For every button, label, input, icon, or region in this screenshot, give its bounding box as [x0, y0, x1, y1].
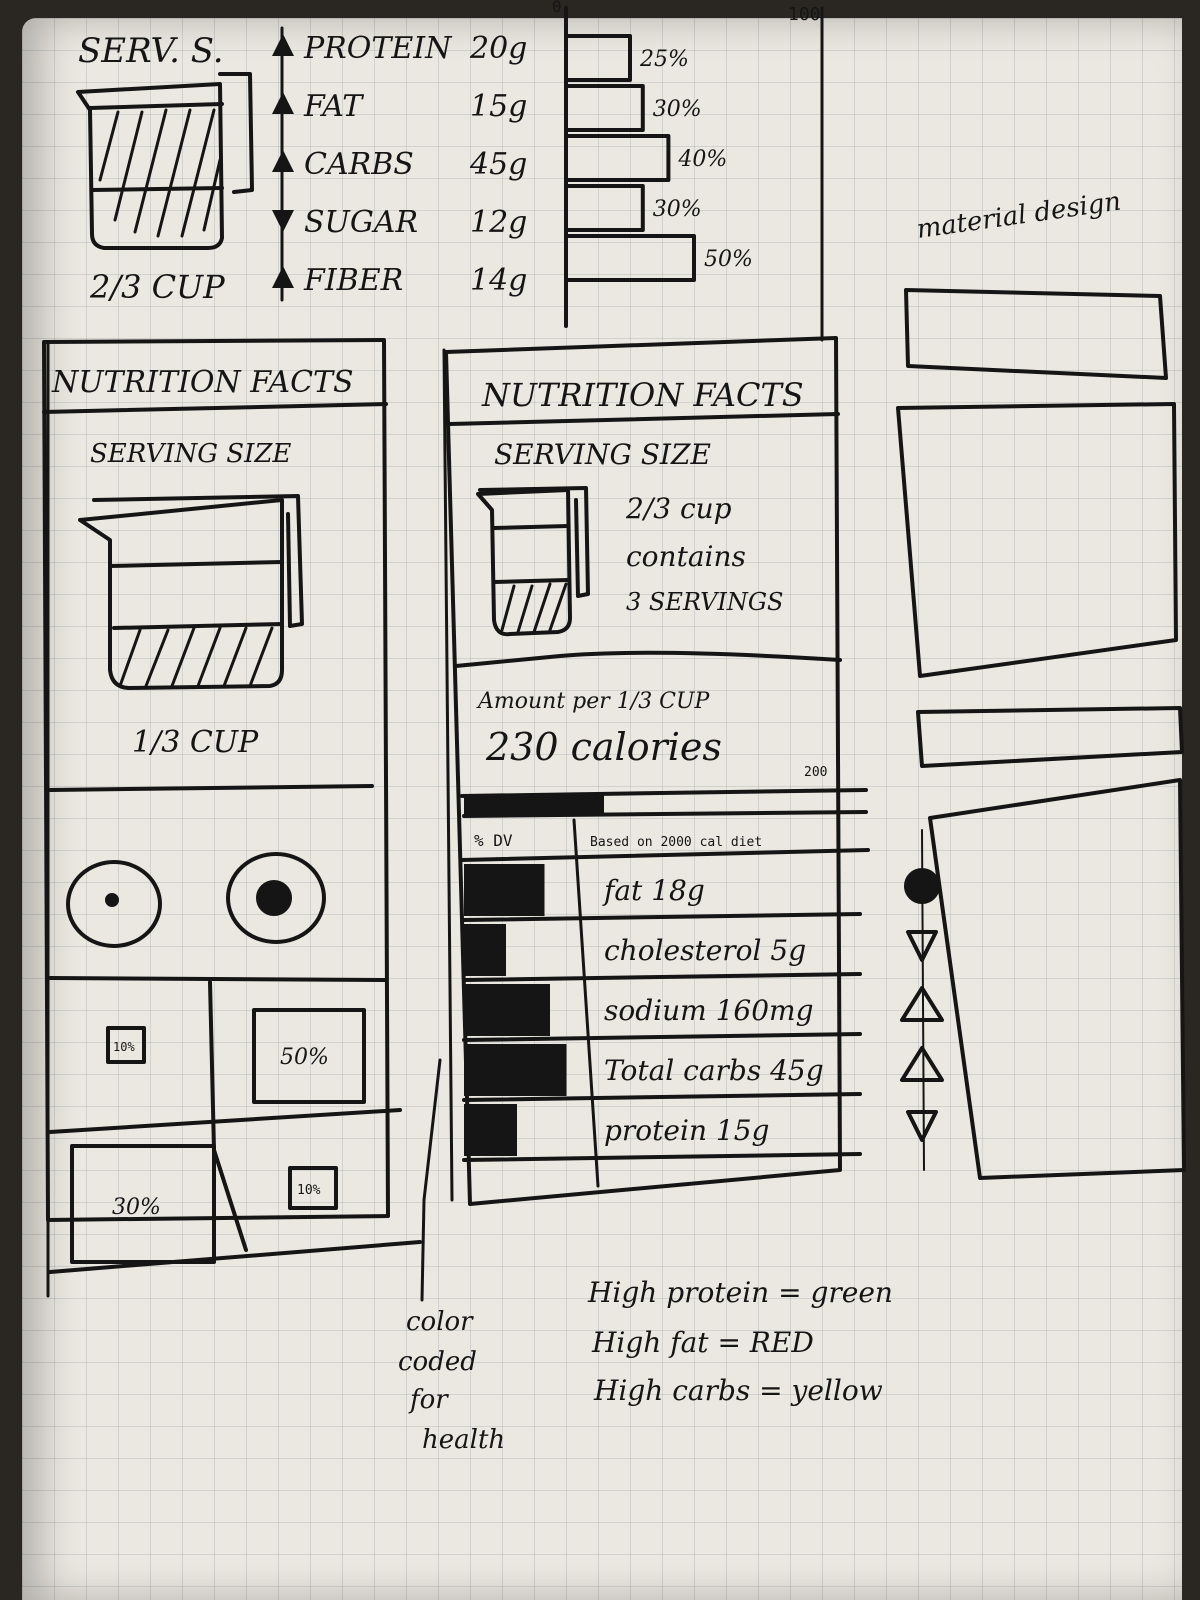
dv-fill-bar	[464, 1104, 517, 1156]
material-design-mock: material design	[896, 187, 1186, 1180]
percent-bar	[564, 134, 671, 182]
nutrient-value: 14g	[470, 263, 527, 298]
center-card-dv-label: % DV	[474, 831, 513, 850]
tile-box[interactable]	[288, 1166, 338, 1210]
center-card-title: NUTRITION FACTS	[481, 376, 804, 414]
note-legend-1: High protein = green	[587, 1276, 893, 1309]
row-divider	[462, 972, 862, 982]
percent-bar	[564, 84, 645, 132]
radio-option-2[interactable]	[226, 852, 326, 944]
percent-bar-label: 30%	[653, 197, 702, 222]
tile-box[interactable]	[252, 1008, 366, 1104]
measuring-cup-icon	[76, 72, 254, 250]
nutrient-row-label: fat 18g	[602, 874, 705, 907]
trend-up-icon	[272, 34, 294, 56]
percent-bar-label: 30%	[653, 97, 702, 122]
center-nutrition-card: NUTRITION FACTS SERVING SIZE 2/3 cup con…	[442, 336, 944, 1206]
mock-list-item	[916, 706, 1184, 768]
top-serving: SERV. S. 2/3 CUP	[76, 31, 254, 306]
center-card-amount-per: Amount per 1/3 CUP	[476, 689, 711, 714]
row-divider	[462, 1152, 862, 1162]
trend-up-icon	[272, 266, 294, 288]
trend-up-icon	[900, 1046, 944, 1082]
note-side-3: for	[408, 1385, 449, 1415]
tile-2-label: 50%	[280, 1045, 329, 1070]
note-side-2: coded	[398, 1347, 477, 1377]
top-serving-amount: 2/3 CUP	[89, 268, 225, 306]
row-divider	[462, 1032, 862, 1042]
nutrient-label: SUGAR	[304, 205, 418, 240]
tile-box[interactable]	[106, 1026, 146, 1064]
mock-content-panel	[928, 778, 1186, 1180]
center-card-calorie-mark: 200	[804, 765, 827, 780]
percent-bar-label: 50%	[704, 247, 753, 272]
note-side-1: color	[406, 1307, 474, 1337]
material-design-title: material design	[915, 187, 1123, 245]
left-card-title: NUTRITION FACTS	[51, 365, 354, 400]
note-side-4: health	[422, 1425, 505, 1455]
trend-up-icon	[900, 986, 944, 1022]
row-divider	[462, 912, 862, 922]
percent-bar-label: 40%	[677, 147, 727, 172]
note-legend-2: High fat = RED	[591, 1326, 814, 1359]
trend-up-icon	[272, 150, 294, 172]
note-legend-3: High carbs = yellow	[593, 1374, 883, 1407]
nutrient-row-label: cholesterol 5g	[604, 934, 806, 967]
nutrient-value: 20g	[469, 31, 527, 66]
measuring-cup-icon	[78, 494, 304, 690]
nutrient-label: CARBS	[304, 147, 414, 182]
center-card-dv-note: Based on 2000 cal diet	[590, 835, 762, 850]
trend-down-icon	[272, 210, 294, 232]
row-divider	[462, 1092, 862, 1102]
nutrient-label: PROTEIN	[303, 31, 453, 66]
left-card-serving-label: SERVING SIZE	[90, 439, 291, 469]
nutrient-row-label: sodium 160mg	[604, 994, 814, 1027]
tile-1-label: 10%	[113, 1040, 135, 1054]
trend-up-icon	[272, 92, 294, 114]
radio-option-1[interactable]	[66, 860, 162, 948]
tile-4-label: 10%	[297, 1183, 321, 1198]
measuring-cup-icon	[476, 486, 590, 637]
center-card-serving-line2: contains	[626, 540, 746, 573]
color-coding-notes: color coded for health High protein = gr…	[398, 1058, 893, 1455]
tile-3-label: 30%	[112, 1195, 161, 1220]
nutrient-row-label: Total carbs 45g	[604, 1054, 824, 1087]
percent-bar	[564, 184, 645, 232]
bar-axis-max: 100	[788, 4, 821, 25]
nutrient-value: 15g	[470, 89, 527, 124]
center-card-serving-line3: 3 SERVINGS	[626, 588, 784, 616]
tile-box[interactable]	[70, 1144, 216, 1264]
dv-fill-bar	[464, 1044, 567, 1096]
mock-app-bar	[904, 288, 1168, 380]
calorie-progress-fill	[464, 794, 604, 814]
left-nutrition-card: NUTRITION FACTS SERVING SIZE 1/3 CUP	[42, 338, 422, 1298]
nutrient-row-label: protein 15g	[604, 1114, 769, 1147]
dv-fill-bar	[464, 864, 545, 916]
center-card-serving-line1: 2/3 cup	[625, 492, 732, 525]
mock-card	[896, 402, 1178, 678]
bar-axis-min: 0	[552, 0, 562, 16]
top-serving-title: SERV. S.	[78, 31, 224, 71]
dv-fill-bar	[464, 924, 506, 976]
nutrient-label: FAT	[303, 89, 364, 124]
percent-bar	[564, 234, 696, 282]
center-card-calories: 230 calories	[485, 725, 722, 769]
nutrient-value: 12g	[470, 205, 527, 240]
percent-bar	[564, 34, 632, 82]
percent-bar-chart: 0 100 25%30%40%30%50%	[552, 0, 824, 342]
percent-bar-label: 25%	[639, 47, 689, 72]
nutrient-label: FIBER	[303, 263, 403, 298]
trend-down-icon	[906, 1110, 938, 1142]
indicator-track	[921, 829, 925, 1171]
left-card-serving-amount: 1/3 CUP	[132, 725, 259, 760]
nutrient-value: 45g	[469, 147, 527, 182]
center-card-serving-label: SERVING SIZE	[494, 438, 711, 471]
dv-fill-bar	[464, 984, 550, 1036]
